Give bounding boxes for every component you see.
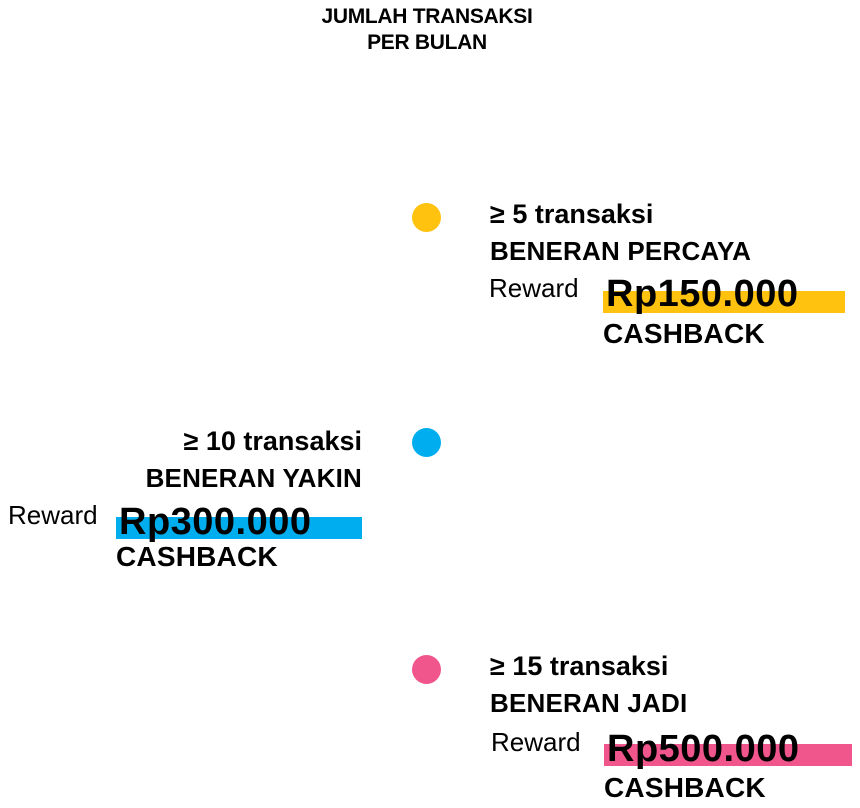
tier-2-amount: Rp300.000 [119,501,312,543]
tier-1: ≥ 5 transaksi BENERAN PERCAYA [490,198,850,266]
tier-3-cashback: CASHBACK [604,772,766,803]
tier-3: ≥ 15 transaksi BENERAN JADI [490,650,850,718]
tier-3-amount: Rp500.000 [607,728,800,770]
tier-1-reward-label: Reward [489,273,579,303]
tier-3-name: BENERAN JADI [490,688,688,718]
title-line-1: JUMLAH TRANSAKSI [321,5,533,28]
tier-3-dot [412,655,441,684]
tier-1-dot [412,203,441,232]
tier-1-highlight [603,291,845,313]
title-line-2: PER BULAN [367,31,487,54]
tier-2-cashback: CASHBACK [116,541,278,572]
tier-3-highlight [604,744,852,766]
tier-1-name: BENERAN PERCAYA [490,236,752,266]
tier-2-dot [412,428,441,457]
tier-2-highlight [116,517,362,539]
tier-1-cashback: CASHBACK [603,318,765,349]
tier-3-reward-label: Reward [491,727,581,757]
tier-2-amount-block: Rp300.000 [116,502,362,542]
tier-1-amount: Rp150.000 [606,273,799,315]
tier-2: ≥ 10 transaksi BENERAN YAKIN [0,425,362,493]
tier-1-amount-block: Rp150.000 [603,274,845,314]
tier-1-threshold: ≥ 5 transaksi [490,199,654,229]
tier-2-name: BENERAN YAKIN [145,463,362,493]
tier-3-threshold: ≥ 15 transaksi [490,651,669,681]
tier-2-threshold: ≥ 10 transaksi [183,426,362,456]
tier-2-reward-label: Reward [8,500,98,530]
tier-3-amount-block: Rp500.000 [604,729,852,769]
page-title: JUMLAH TRANSAKSI PER BULAN [0,4,860,56]
